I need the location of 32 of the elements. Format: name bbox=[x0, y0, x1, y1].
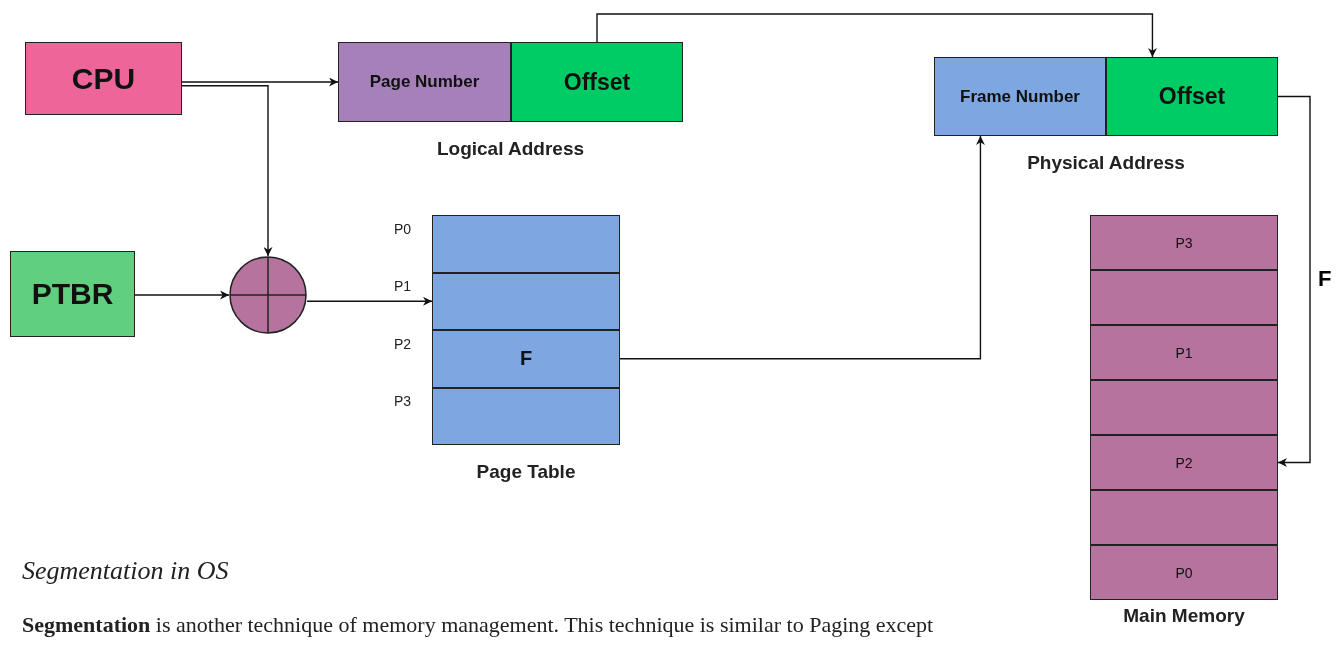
cell-text: F bbox=[519, 347, 533, 371]
node-label: Physical Address bbox=[1027, 152, 1185, 174]
address-field: Page Number bbox=[338, 42, 511, 122]
arrow bbox=[181, 85, 273, 257]
row-label: P2 bbox=[393, 335, 411, 352]
arrow bbox=[1277, 95, 1311, 467]
row-label: P1 bbox=[393, 278, 411, 295]
arrow bbox=[596, 13, 1157, 58]
node-label: Page Table bbox=[476, 461, 576, 483]
memory-frame bbox=[1090, 270, 1278, 325]
paragraph: Segmentation is another technique of memory management. This technique is similar to Paging except bbox=[22, 612, 935, 638]
memory-frame: P2 bbox=[1090, 435, 1278, 490]
arrow bbox=[619, 135, 985, 360]
cpu-box: CPU bbox=[25, 42, 182, 115]
memory-frame: P1 bbox=[1090, 325, 1278, 380]
arrow bbox=[134, 290, 230, 300]
node-label: Logical Address bbox=[436, 138, 585, 160]
memory-frame: P0 bbox=[1090, 545, 1278, 600]
node-label: Main Memory bbox=[1123, 605, 1245, 627]
row-label: P0 bbox=[393, 220, 411, 237]
section-heading: Segmentation in OS bbox=[22, 556, 229, 586]
arrow bbox=[181, 77, 339, 87]
arrow bbox=[306, 296, 433, 306]
memory-frame bbox=[1090, 490, 1278, 545]
memory-frame: P3 bbox=[1090, 215, 1278, 270]
memory-frame bbox=[1090, 380, 1278, 435]
adder-symbol bbox=[229, 256, 307, 334]
row-label: P3 bbox=[393, 393, 411, 410]
address-field: Offset bbox=[511, 42, 683, 122]
address-field: Offset bbox=[1106, 57, 1278, 136]
ptbr-box: PTBR bbox=[10, 251, 135, 337]
address-field: Frame Number bbox=[934, 57, 1106, 136]
